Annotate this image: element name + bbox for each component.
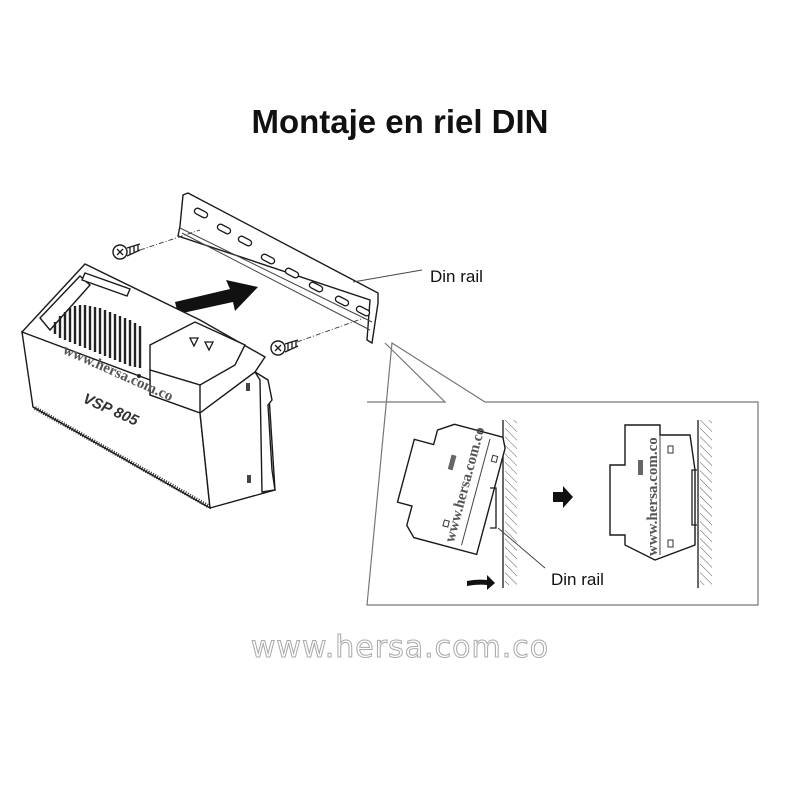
vsp-805-device: www.hersa.com.co VSP 805 bbox=[20, 263, 276, 510]
inset-din-rail-label: Din rail bbox=[551, 570, 604, 589]
watermark: www.hersa.com.co bbox=[250, 630, 550, 666]
inset-right-url-text: www.hersa.com.co bbox=[645, 437, 661, 556]
rotate-arrow-icon bbox=[467, 575, 495, 590]
rail-slots bbox=[193, 207, 371, 317]
din-rail-label: Din rail bbox=[430, 267, 483, 286]
detail-inset: www.hersa.com.co Din rail www.hersa.com.… bbox=[366, 341, 759, 606]
din-rail bbox=[177, 192, 379, 345]
mount-direction-arrow-icon bbox=[175, 280, 258, 314]
next-step-arrow-icon bbox=[553, 486, 573, 508]
screw-icon bbox=[270, 317, 365, 356]
screw-icon bbox=[112, 229, 201, 260]
page-title: Montaje en riel DIN bbox=[251, 103, 549, 140]
